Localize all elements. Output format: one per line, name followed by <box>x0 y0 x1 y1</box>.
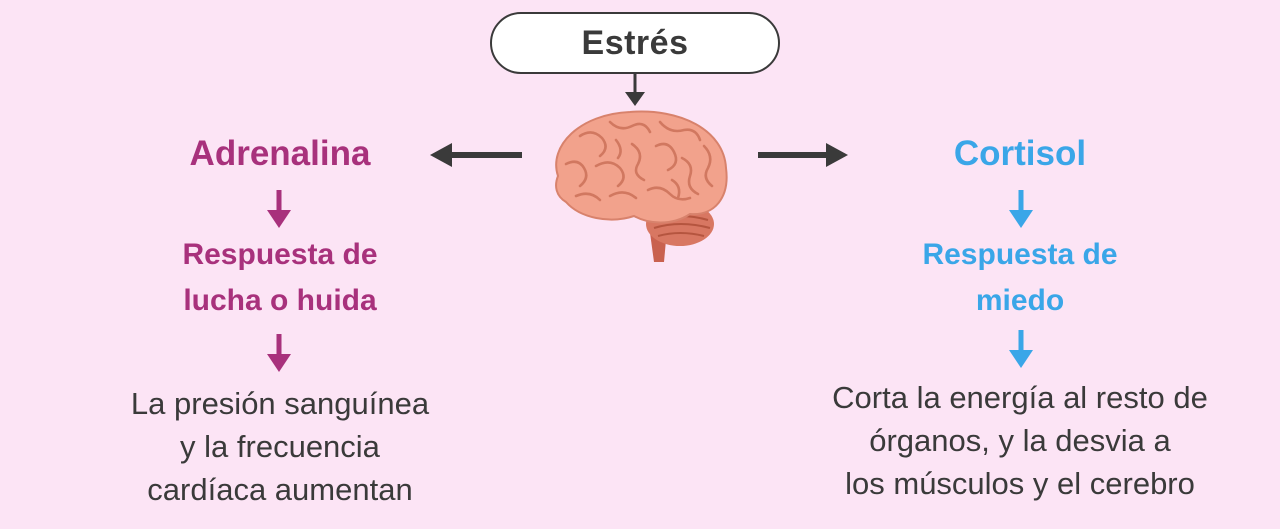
adrenalina-response-line-2: lucha o huida <box>183 284 377 317</box>
cortisol-effect-line-2: órganos, y la desvia a <box>869 423 1171 458</box>
cortisol-response-line-2: miedo <box>975 284 1065 317</box>
arrow-right-to-cortisol <box>758 143 848 167</box>
arrow-down-to-brain <box>625 74 645 106</box>
cortisol-response: Respuesta de miedo <box>840 232 1200 324</box>
adrenalina-effect: La presión sanguínea y la frecuencia car… <box>80 382 480 511</box>
adrenalina-effect-line-1: La presión sanguínea <box>130 386 430 421</box>
stress-node: Estrés <box>490 12 780 74</box>
cortisol-effect-line-3: los músculos y el cerebro <box>845 466 1195 501</box>
arrow-down-adrenalina-2 <box>267 334 291 372</box>
arrow-down-cortisol-2 <box>1009 330 1033 368</box>
adrenalina-response-line-1: Respuesta de <box>182 238 378 271</box>
cortisol-effect-line-1: Corta la energía al resto de <box>832 380 1208 415</box>
adrenalina-effect-line-2: y la frecuencia <box>180 429 380 464</box>
arrow-left-to-adrenalina <box>430 143 522 167</box>
arrow-down-adrenalina-1 <box>267 190 291 228</box>
adrenalina-effect-line-3: cardíaca aumentan <box>147 472 413 507</box>
stress-label: Estrés <box>581 23 689 62</box>
adrenalina-response: Respuesta de lucha o huida <box>100 232 460 324</box>
arrow-down-cortisol-1 <box>1009 190 1033 228</box>
cortisol-title: Cortisol <box>953 134 1087 173</box>
cortisol-response-line-1: Respuesta de <box>922 238 1118 271</box>
cortisol-effect: Corta la energía al resto de órganos, y … <box>780 376 1260 505</box>
brain-icon <box>555 110 728 262</box>
adrenalina-title: Adrenalina <box>189 134 371 173</box>
